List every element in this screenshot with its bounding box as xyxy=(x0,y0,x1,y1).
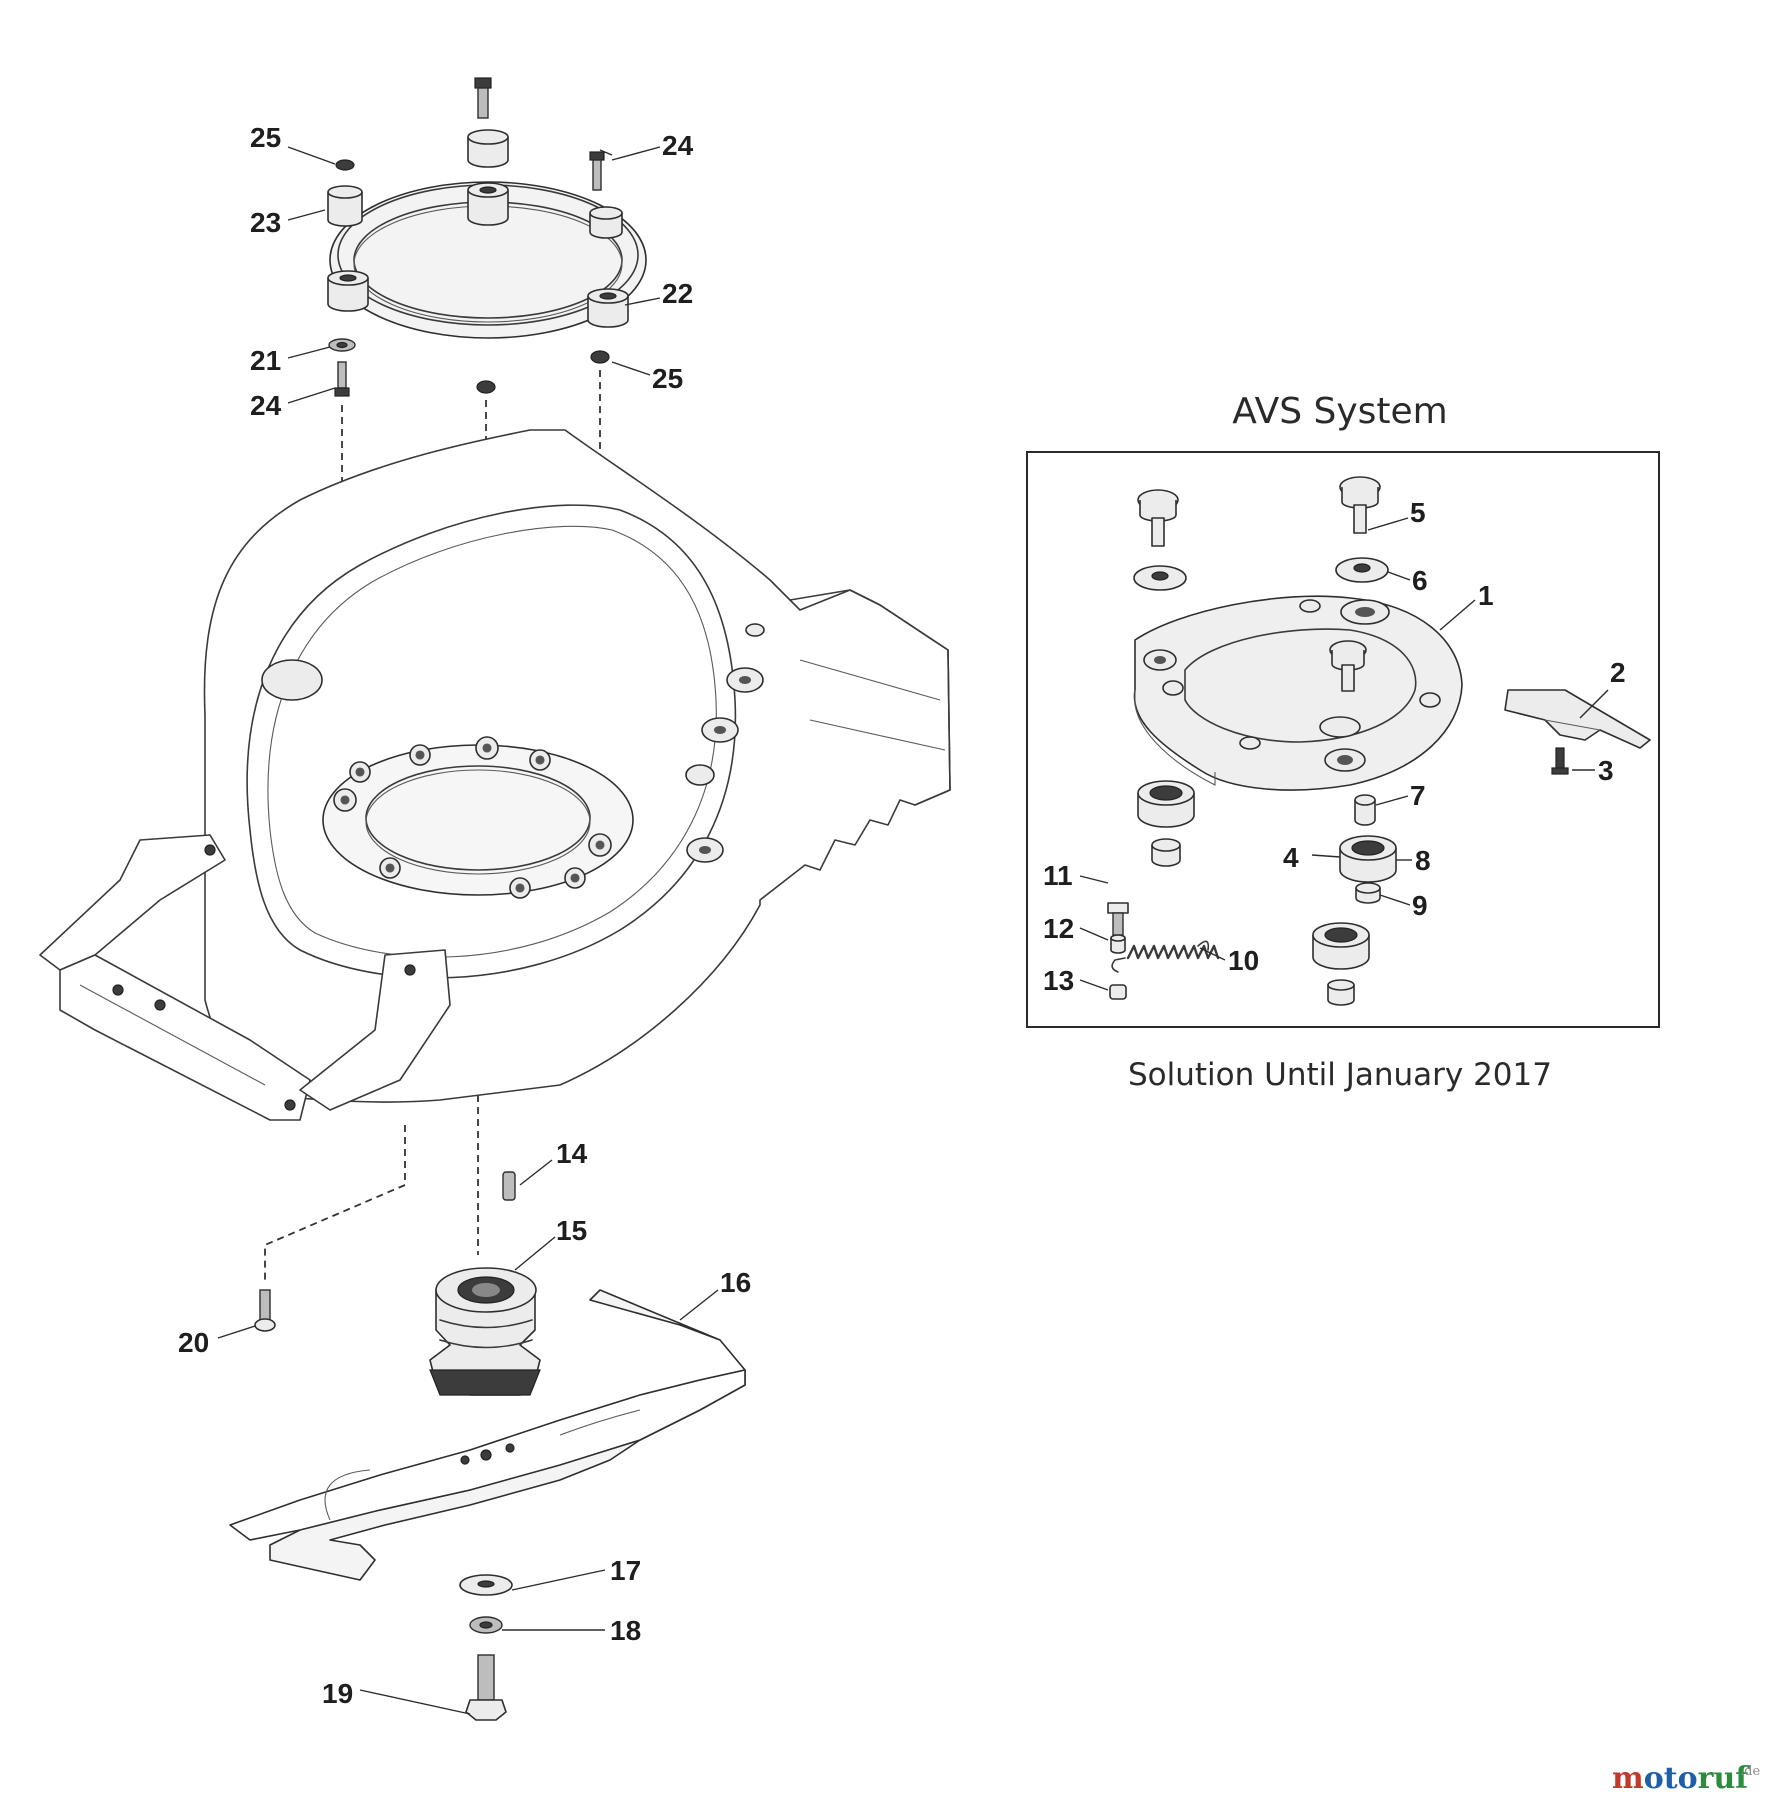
left-spacer xyxy=(327,185,363,227)
label-1: 1 xyxy=(1478,580,1494,611)
leader-lines xyxy=(217,146,1609,1715)
inset-frame xyxy=(1026,451,1660,1028)
label-21: 21 xyxy=(250,345,281,376)
damper-left xyxy=(1137,780,1195,867)
nut-top-left xyxy=(335,159,355,171)
label-10: 10 xyxy=(1228,945,1259,976)
label-6: 6 xyxy=(1412,565,1428,596)
spring-spacer xyxy=(1110,934,1126,954)
guide-plate xyxy=(1504,689,1651,749)
washer-large xyxy=(459,1574,513,1596)
alignment-lines-bottom xyxy=(264,1095,479,1280)
rubber-washer-right xyxy=(1335,557,1389,583)
nut-center xyxy=(476,380,496,394)
lower-parts xyxy=(229,1171,746,1721)
label-12: 12 xyxy=(1043,913,1074,944)
label-24-bottom: 24 xyxy=(250,390,282,421)
top-center-bolt xyxy=(474,77,492,119)
nut-right xyxy=(590,350,610,364)
watermark-logo: motoruf .de xyxy=(1612,1761,1760,1796)
inset-title: AVS System xyxy=(1232,391,1448,432)
spring-nut xyxy=(1109,984,1127,1000)
blade xyxy=(229,1289,746,1581)
plug xyxy=(1355,882,1381,904)
avs-inset xyxy=(1026,451,1660,1028)
damper-center xyxy=(1339,835,1397,883)
label-8: 8 xyxy=(1415,845,1431,876)
pin xyxy=(502,1171,516,1201)
sleeve xyxy=(1354,794,1376,826)
label-2: 2 xyxy=(1610,657,1626,688)
label-18: 18 xyxy=(610,1615,641,1646)
mount-pin-left xyxy=(1137,489,1179,547)
washer-small xyxy=(469,1616,503,1634)
label-17: 17 xyxy=(610,1555,641,1586)
washer-left xyxy=(328,338,356,352)
label-24-top: 24 xyxy=(662,130,694,161)
label-5: 5 xyxy=(1410,497,1426,528)
label-9: 9 xyxy=(1412,890,1428,921)
svg-text:motoruf: motoruf xyxy=(1612,1761,1750,1796)
ring-bracket xyxy=(327,181,647,339)
tension-spring xyxy=(1111,940,1220,973)
label-4: 4 xyxy=(1283,842,1299,873)
label-3: 3 xyxy=(1598,755,1614,786)
label-7: 7 xyxy=(1410,780,1426,811)
label-14: 14 xyxy=(556,1138,588,1169)
right-top-bolt xyxy=(589,151,605,191)
label-11: 11 xyxy=(1043,860,1073,891)
rubber-washer-left xyxy=(1133,565,1187,591)
inset-caption: Solution Until January 2017 xyxy=(1128,1057,1552,1093)
label-13: 13 xyxy=(1043,965,1074,996)
avs-ring xyxy=(1133,595,1463,791)
label-25-bottom: 25 xyxy=(652,363,683,394)
blade-bolt xyxy=(465,1654,507,1721)
right-spacer xyxy=(589,206,623,239)
label-16: 16 xyxy=(720,1267,751,1298)
label-15: 15 xyxy=(556,1215,587,1246)
top-center-spacer xyxy=(467,129,509,168)
callout-labels: 25 24 23 22 21 24 25 14 15 16 17 18 19 2… xyxy=(178,122,1626,1709)
guide-screw xyxy=(1551,747,1569,775)
blade-adapter xyxy=(429,1267,541,1396)
mount-pin-right xyxy=(1339,476,1381,534)
damper-lower xyxy=(1312,922,1370,1006)
top-bracket-assembly xyxy=(327,77,647,397)
label-25-top: 25 xyxy=(250,122,281,153)
label-22: 22 xyxy=(662,278,693,309)
svg-text:.de: .de xyxy=(1740,1764,1760,1779)
label-19: 19 xyxy=(322,1678,353,1709)
mower-deck xyxy=(39,429,951,1121)
label-20: 20 xyxy=(178,1327,209,1358)
label-23: 23 xyxy=(250,207,281,238)
screw xyxy=(254,1289,276,1332)
spring-bolt xyxy=(1107,902,1129,936)
left-bottom-bolt xyxy=(334,361,350,397)
